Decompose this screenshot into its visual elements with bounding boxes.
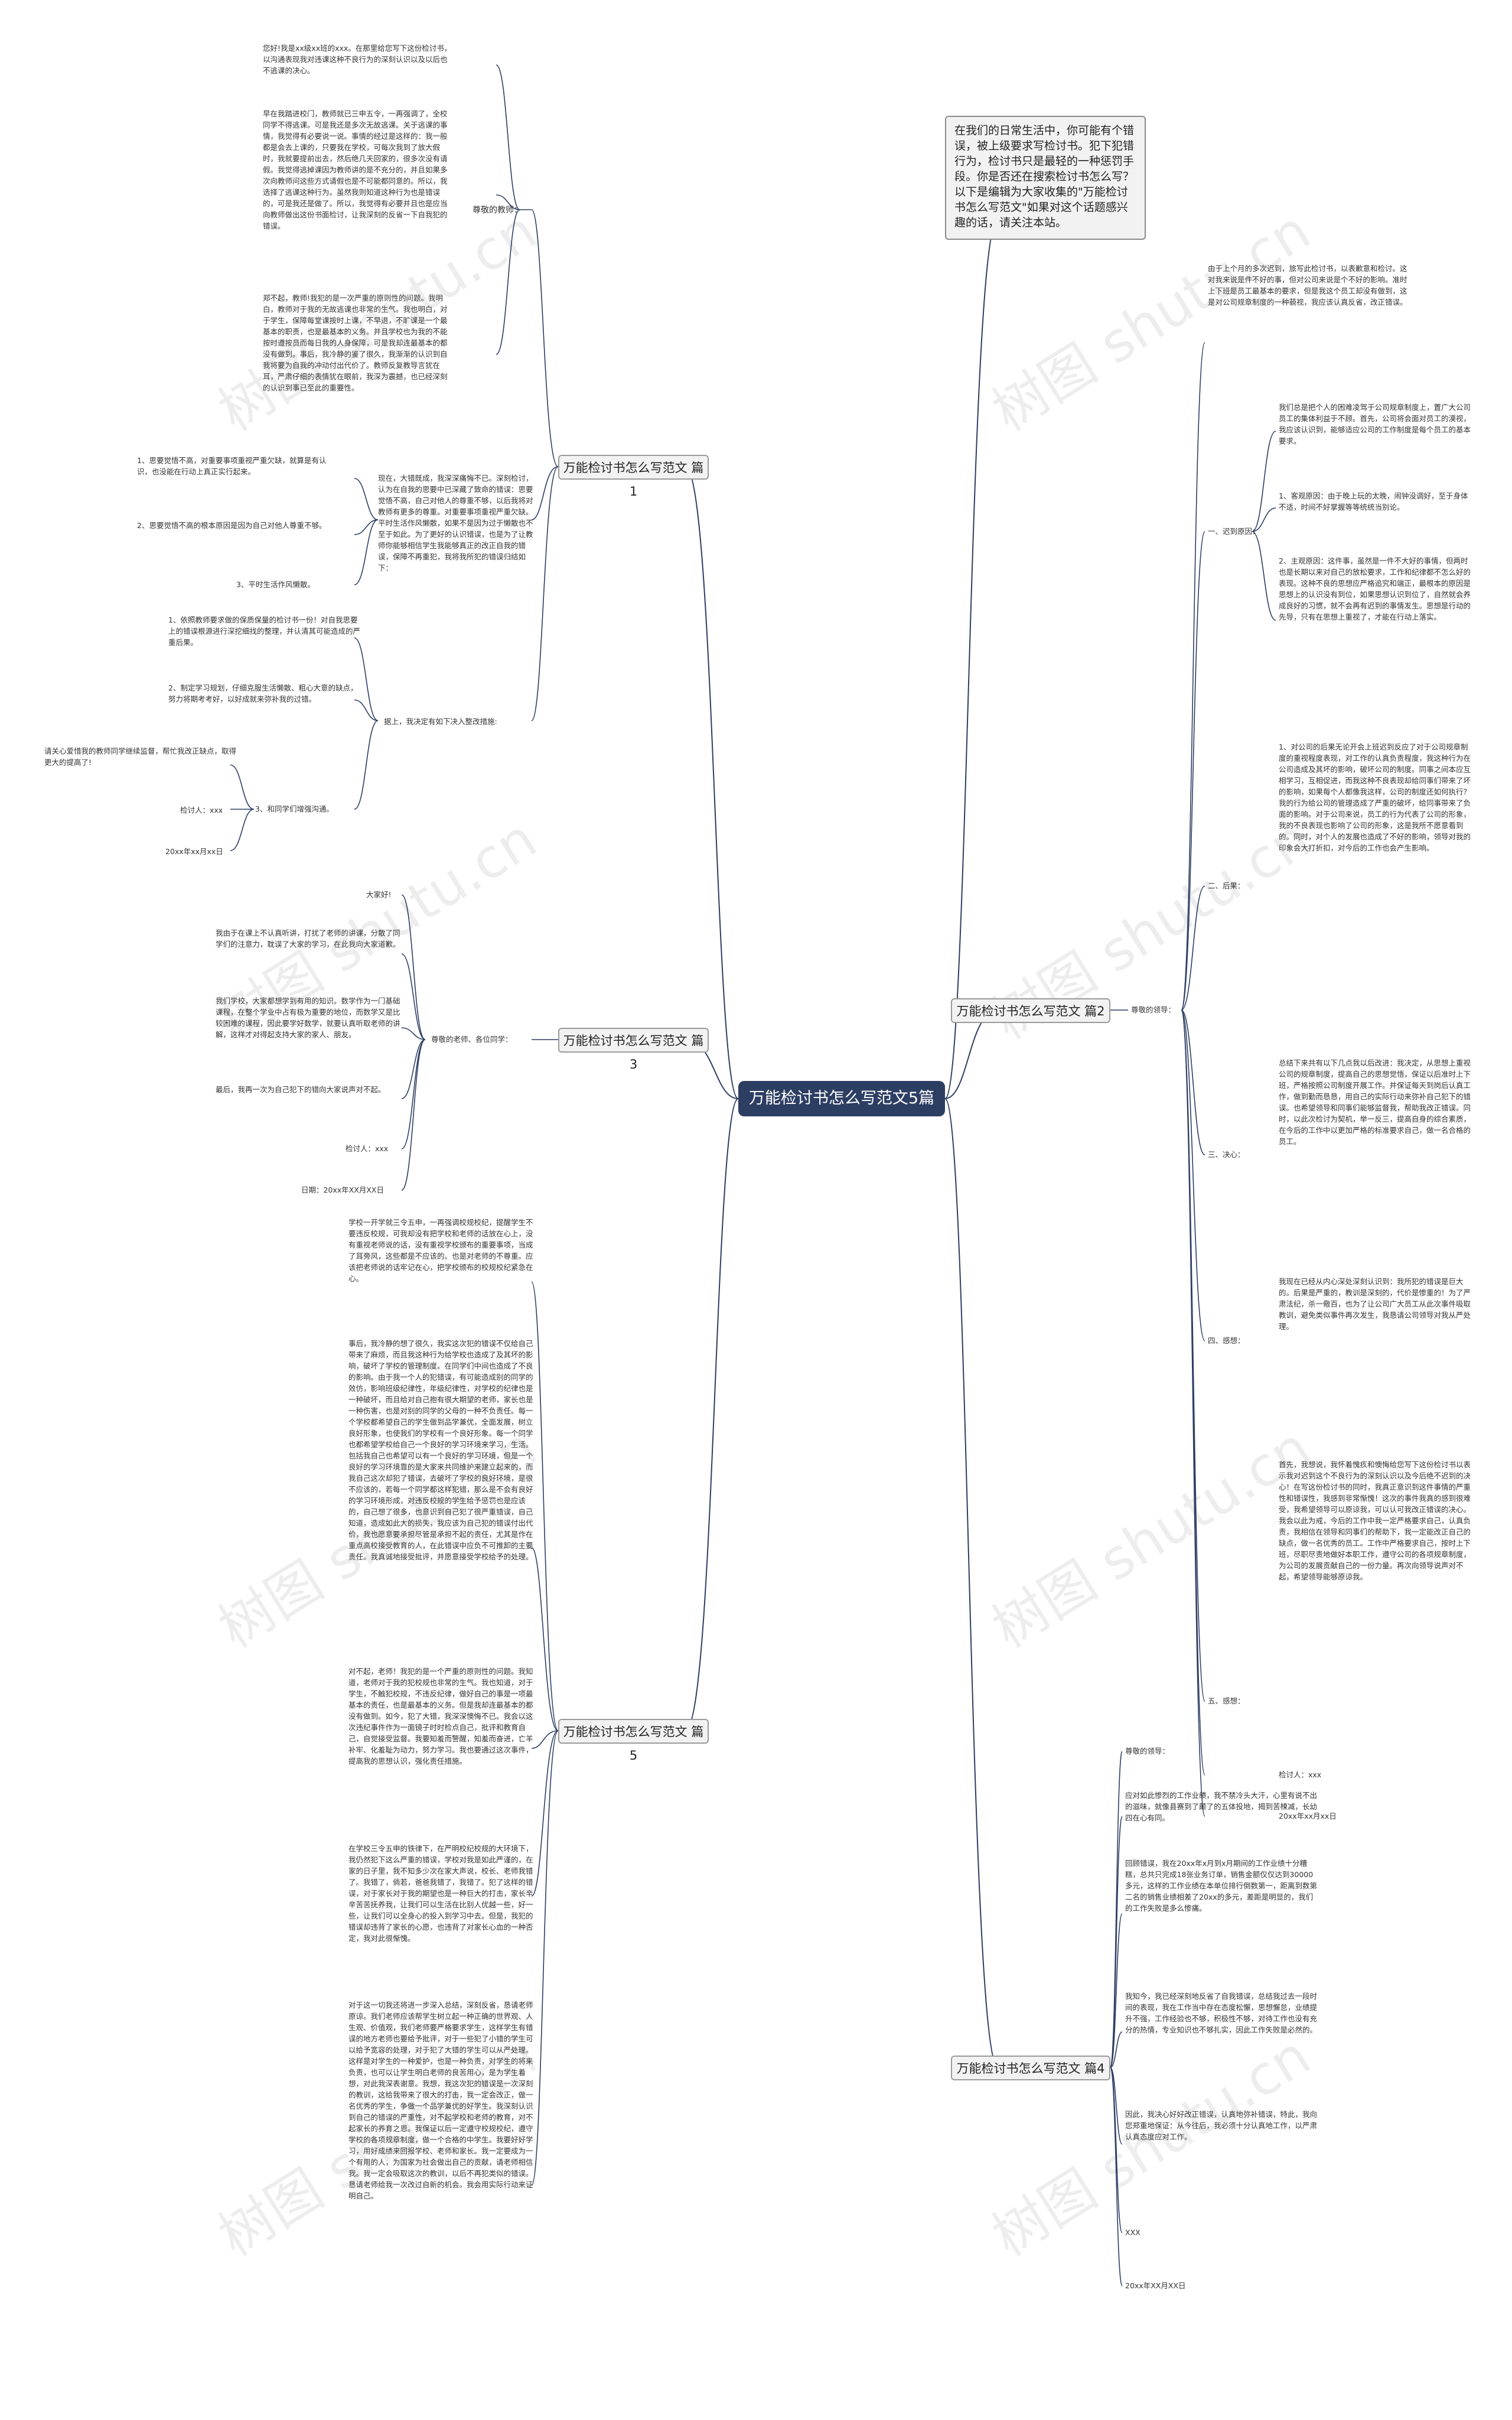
b2-section-1: 一、迟到原因： bbox=[1208, 527, 1260, 536]
b2-signature: 检讨人：xxx bbox=[1279, 1770, 1322, 1779]
b4-paragraph-2: 回顾错误，我在20xx年x月到x月期间的工作业绩十分糟糕，总共只完成18张业务订… bbox=[1125, 1859, 1318, 1913]
b1-measure-2: 2、制定学习规划，仔细克服生活懒散、粗心大意的缺点，努力将期考考好，以好成就来弥… bbox=[168, 683, 358, 703]
b1-signature: 检讨人：xxx bbox=[180, 806, 223, 815]
intro-note[interactable]: 在我们的日常生活中，你可能有个错误，被上级要求写检讨书。犯下犯错行为，检讨书只是… bbox=[945, 116, 1146, 240]
b1-paragraph-3: 郑不起，教师!我犯的是一次严重的原则性的问题。我明白，教师对于我的无故逃课也非常… bbox=[263, 294, 448, 392]
root-node[interactable]: 万能检讨书怎么写范文5篇 bbox=[738, 1081, 945, 1116]
b2-intro: 由于上个月的多次迟到，旅写此检讨书，以表歉意和检讨。这对我来说是件不好的事，但对… bbox=[1208, 264, 1407, 307]
b2-reason-intro: 我们总是把个人的困难凌驾于公司规章制度上，置广大公司员工的集体利益于不顾。首先，… bbox=[1279, 403, 1471, 445]
b1-measure-1: 1、依照教师要求做的保质保量的检讨书一份！对自我思要上的错误根源进行深挖细找的整… bbox=[168, 615, 361, 647]
b5-paragraph-5: 对于这一切我还将进一步深入总结，深刻反省，恳请老师原谅。我们老师应该帮学生树立起… bbox=[348, 2001, 533, 2200]
b5-paragraph-3: 对不起，老师！我犯的是一个严重的原则性的问题。我知道，老师对于我的犯校规也非常的… bbox=[348, 1667, 533, 1766]
branch-article-5[interactable]: 万能检讨书怎么写范文 篇5 bbox=[558, 1719, 709, 1763]
b2-salutation: 尊敬的领导： bbox=[1131, 1005, 1176, 1014]
b2-consequence: 1、对公司的后果无论开会上班迟到反应了对于公司规章制度的重视程度表现，对工作的认… bbox=[1279, 742, 1471, 852]
b1-greeting: 您好!我是xx级xx班的xxx。在那里给您写下这份检讨书，以沟通表现我对违课这种… bbox=[263, 44, 452, 75]
b1-salutation: 尊敬的教师： bbox=[472, 206, 522, 215]
b1-fault-1: 1、思要觉悟不高，对重要事项重视严重欠缺，就算是有认识，也没能在行动上真正实行起… bbox=[137, 456, 327, 476]
b4-paragraph-4: 因此，我决心好好改正错误，认真地弥补错误，特此，我向您郑重地保证：从今往后，我必… bbox=[1125, 2110, 1318, 2141]
b4-signature: XXX bbox=[1125, 2228, 1140, 2237]
b2-section-2: 二、后果： bbox=[1208, 881, 1245, 890]
b3-salutation: 尊敬的老师、各位同学： bbox=[431, 1035, 513, 1044]
branch-article-2[interactable]: 万能检讨书怎么写范文 篇2 bbox=[951, 998, 1110, 1023]
b1-closing: 请关心爱惜我的教师同学继续监督，帮忙我改正缺点，取得更大的提高了! bbox=[44, 747, 237, 767]
b1-date: 20xx年xx月xx日 bbox=[165, 847, 223, 856]
b2-resolution: 总结下来共有以下几点我以后改进：我决定，从思想上重视公司的规章制度，提高自己的思… bbox=[1279, 1058, 1471, 1146]
b1-measures-heading: 据上，我决定有如下决入整改措施: bbox=[384, 717, 497, 726]
b2-thoughts: 首先，我想说，我怀着愧疚和懊悔给您写下这份检讨书以表示我对迟到这个不良行为的深刻… bbox=[1279, 1460, 1471, 1581]
b3-paragraph-1: 我由于在课上不认真听讲，打扰了老师的讲课，分散了同学们的注意力，耽误了大家的学习… bbox=[216, 929, 400, 949]
b2-reflection: 我现在已经从内心深处深刻认识到：我所犯的错误是巨大的。后果是严重的，教训是深刻的… bbox=[1279, 1277, 1471, 1331]
b5-paragraph-1: 学校一开学就三令五申，一再强调校规校纪，提醒学生不要违反校规，可我却没有把学校和… bbox=[348, 1218, 533, 1283]
b1-paragraph-4: 现在，大错既成，我深深痛悔不已。深刻检讨，认为在自我的思要中已深藏了致命的错误：… bbox=[378, 474, 533, 572]
b3-hello: 大家好! bbox=[366, 890, 392, 899]
b2-section-3: 三、决心： bbox=[1208, 1150, 1245, 1159]
branch-article-1[interactable]: 万能检讨书怎么写范文 篇1 bbox=[558, 455, 709, 499]
b5-paragraph-4: 在学校三令五申的铁律下，在严明校纪校规的大环境下，我仍然犯下这么严重的错误，学校… bbox=[348, 1844, 533, 1943]
b1-measure-3: 3、和同学们增强沟通。 bbox=[255, 805, 334, 813]
b3-paragraph-2: 我们学校，大家都想学到有用的知识。数学作为一门基础课程，在整个学业中占有极为重要… bbox=[216, 996, 400, 1039]
b4-paragraph-1: 应对如此惨烈的工作业绩，我不禁冷头大汗，心里有说不出的滋味，就像县赛到了颠了的五… bbox=[1125, 1791, 1318, 1822]
branch-article-4[interactable]: 万能检讨书怎么写范文 篇4 bbox=[951, 2056, 1110, 2080]
b4-date: 20xx年XX月XX日 bbox=[1125, 2281, 1186, 2290]
b1-paragraph-2: 早在我踏进校门，教师就已三申五令，一再强调了，全校同学不得逃课。可是我还是多次无… bbox=[263, 109, 448, 230]
b4-paragraph-3: 我知今，我已经深刻地反省了自我错误，总结我过去一段时间的表现，我在工作当中存在态… bbox=[1125, 1992, 1318, 2034]
b2-reason-objective: 1、客观原因：由于晚上玩的太晚，闹钟没调好，至于身体不适，时间不好掌握等等统统当… bbox=[1279, 491, 1468, 512]
b3-paragraph-3: 最后，我再一次为自己犯下的错向大家说声对不起。 bbox=[216, 1085, 386, 1094]
branch-article-3[interactable]: 万能检讨书怎么写范文 篇3 bbox=[558, 1028, 709, 1071]
b4-salutation: 尊敬的领导： bbox=[1125, 1747, 1170, 1755]
b2-section-4: 四、感想： bbox=[1208, 1336, 1245, 1345]
b3-signature: 检讨人：xxx bbox=[346, 1144, 389, 1153]
b1-fault-3: 3、平时生活作风懒散。 bbox=[236, 580, 315, 589]
b2-reason-subjective: 2、主观原因：这件事，虽然是一件不大好的事情，但两时也是长期以来对自己的放松要求… bbox=[1279, 556, 1471, 621]
b2-date: 20xx年xx月xx日 bbox=[1279, 1812, 1337, 1820]
b5-paragraph-2: 事后，我冷静的想了很久，我实这次犯的错误不仅给自己带来了麻烦，而且我这种行为给学… bbox=[348, 1339, 533, 1561]
b1-fault-2: 2、思要觉悟不高的根本原因是因为自己对他人尊重不够。 bbox=[137, 521, 327, 530]
b3-date: 日期：20xx年XX月XX日 bbox=[301, 1185, 384, 1194]
b2-section-5: 五、感想： bbox=[1208, 1696, 1245, 1705]
